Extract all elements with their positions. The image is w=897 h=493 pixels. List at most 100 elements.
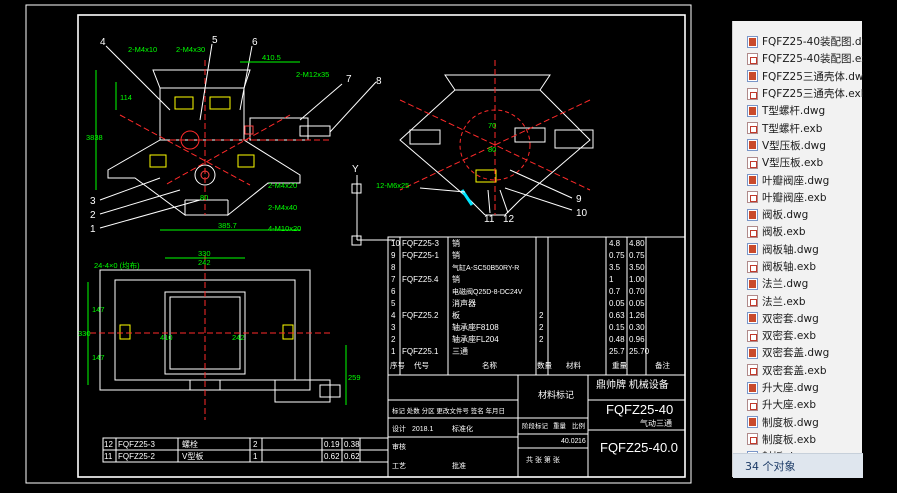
dim-angle-80: 80	[200, 193, 208, 202]
bottom-cell-no: 11	[104, 452, 113, 461]
bottom-cell-w2: 0.38	[344, 440, 360, 449]
list-item[interactable]: 法兰.exb	[733, 292, 863, 309]
list-item[interactable]: V型压板.exb	[733, 154, 863, 171]
title-review: 审核	[392, 442, 406, 451]
list-item[interactable]: FQFZ25-40装配图.exb	[733, 50, 863, 67]
list-item[interactable]: 双密套盖.dwg	[733, 344, 863, 361]
exb-file-icon	[747, 156, 758, 169]
file-name: T型螺杆.dwg	[762, 105, 826, 118]
list-item[interactable]: 阀板.exb	[733, 223, 863, 240]
dwg-file-icon	[747, 70, 758, 83]
file-name: 制度板.exb	[762, 433, 816, 446]
dim-114: 114	[120, 93, 132, 102]
bottom-cell-name: V型板	[182, 451, 203, 461]
bom-cell-w1: 0.05	[609, 299, 625, 308]
title-block	[387, 374, 686, 478]
bom-cell-code: FQFZ25.1	[402, 347, 439, 356]
exb-file-icon	[747, 52, 758, 65]
exb-file-icon	[747, 398, 758, 411]
list-item[interactable]: FQFZ25三通壳体.dwg	[733, 68, 863, 85]
bom-header-weight: 重量	[612, 361, 627, 370]
bom-cell-name: 三通	[452, 346, 468, 356]
bom-row: 7 FQFZ25.4 销 1 1.00	[391, 274, 645, 284]
dwg-file-icon	[747, 312, 758, 325]
bom-cell-no: 5	[391, 299, 396, 308]
bom-row: 1 FQFZ25.1 三通 25.7 25.70	[391, 346, 650, 356]
cad-viewport[interactable]: 4 5 6 7 8 3 2 1 2-M4x10 2-M4x30 2-M12x35…	[0, 0, 730, 493]
file-name: 叶瓣阀座.exb	[762, 191, 827, 204]
bom-cell-w1: 0.15	[609, 323, 625, 332]
exb-file-icon	[747, 329, 758, 342]
bom-cell-code: FQFZ25-1	[402, 251, 439, 260]
bom-rows: 10 FQFZ25-3 销 4.8 4.80 9 FQFZ25-1 销 0.75…	[390, 238, 670, 370]
bom-header-name: 名称	[482, 360, 497, 370]
list-item[interactable]: 升大座.exb	[733, 396, 863, 413]
list-item[interactable]: 双密套.dwg	[733, 310, 863, 327]
list-item[interactable]: 制度板.dwg	[733, 414, 863, 431]
list-item[interactable]: 阀板.dwg	[733, 206, 863, 223]
list-item[interactable]: 升大座.dwg	[733, 379, 863, 396]
list-item[interactable]: 双密套.exb	[733, 327, 863, 344]
bom-cell-code: FQFZ25.4	[402, 275, 439, 284]
title-approve: 批准	[452, 461, 466, 470]
list-item[interactable]: 叶瓣阀座.exb	[733, 189, 863, 206]
bom-cell-no: 7	[391, 275, 396, 284]
list-item[interactable]: T型螺杆.exb	[733, 119, 863, 136]
bom-cell-w2: 25.70	[629, 347, 650, 356]
bom-row: 3 轴承座F8108 2 0.15 0.30	[391, 322, 645, 332]
title-sheet: 16	[578, 438, 586, 445]
bom-cell-code: FQFZ25-3	[402, 239, 439, 248]
part-label-6: 6	[252, 37, 258, 48]
part-label-3: 3	[90, 196, 96, 207]
bom-cell-qty: 2	[539, 335, 544, 344]
bottom-cell-no: 12	[104, 440, 113, 449]
dwg-file-icon	[747, 243, 758, 256]
angle-70: 70	[488, 121, 496, 130]
list-item[interactable]: 阀板轴.dwg	[733, 241, 863, 258]
list-item[interactable]: FQFZ25三通壳体.exb	[733, 85, 863, 102]
bom-cell-w2: 1.00	[629, 275, 645, 284]
file-name: V型压板.exb	[762, 157, 824, 170]
list-item[interactable]: 法兰.dwg	[733, 275, 863, 292]
bom-cell-w2: 1.26	[629, 311, 645, 320]
list-item[interactable]: 阀板轴.exb	[733, 258, 863, 275]
ucs-axis-icon: Y	[351, 164, 395, 246]
file-name: 叶瓣阀座.dwg	[762, 174, 830, 187]
list-item[interactable]: T型螺杆.dwg	[733, 102, 863, 119]
bom-cell-name: 销	[452, 274, 460, 284]
bom-cell-w2: 0.70	[629, 287, 645, 296]
title-company: 鼎帅牌 机械设备	[596, 378, 669, 391]
side-view	[399, 60, 594, 216]
bom-cell-w1: 0.7	[609, 287, 621, 296]
title-block-text: 标记 处数 分区 更改文件号 签名 年月日 设计 2018.1 标准化 审核 工…	[392, 378, 678, 470]
bom-cell-no: 9	[391, 251, 396, 260]
file-name: T型螺杆.exb	[762, 122, 823, 135]
bom-cell-name: 轴承座F8108	[452, 322, 499, 332]
list-item[interactable]: 制度板.exb	[733, 431, 863, 448]
bom-cell-w1: 0.63	[609, 311, 625, 320]
bottom-cell-qty: 1	[253, 452, 258, 461]
file-name: FQFZ25三通壳体.dwg	[762, 70, 863, 83]
bom-cell-w2: 3.50	[629, 263, 645, 272]
list-item[interactable]: 双密套盖.exb	[733, 362, 863, 379]
bottom-parts-table	[102, 437, 389, 463]
title-scale-label: 比例	[572, 421, 585, 430]
file-name: 双密套盖.dwg	[762, 347, 830, 360]
bom-cell-no: 2	[391, 335, 396, 344]
bom-cell-w1: 25.7	[609, 347, 625, 356]
bom-cell-name: 电磁阀Q25D-8-DC24V	[452, 287, 523, 296]
side-view-labels: 9 10 11 12	[484, 194, 588, 225]
bolt-note-m12x35: 2-M12x35	[296, 70, 329, 79]
bom-cell-w1: 1	[609, 275, 614, 284]
list-item[interactable]: FQFZ25-40装配图.dwg	[733, 33, 863, 50]
bottom-cell-w2: 0.62	[344, 452, 360, 461]
title-design: 设计	[392, 424, 406, 433]
dim-147-top: 147	[92, 305, 105, 314]
list-item[interactable]: 叶瓣阀座.dwg	[733, 171, 863, 188]
dim-259: 259	[348, 373, 361, 382]
list-item[interactable]: V型压板.dwg	[733, 137, 863, 154]
bom-cell-qty: 2	[539, 323, 544, 332]
bolt-note-m6x25: 12-M6x25	[376, 181, 409, 190]
file-name: 阀板.dwg	[762, 209, 809, 222]
bom-header-note: 备注	[655, 360, 670, 370]
